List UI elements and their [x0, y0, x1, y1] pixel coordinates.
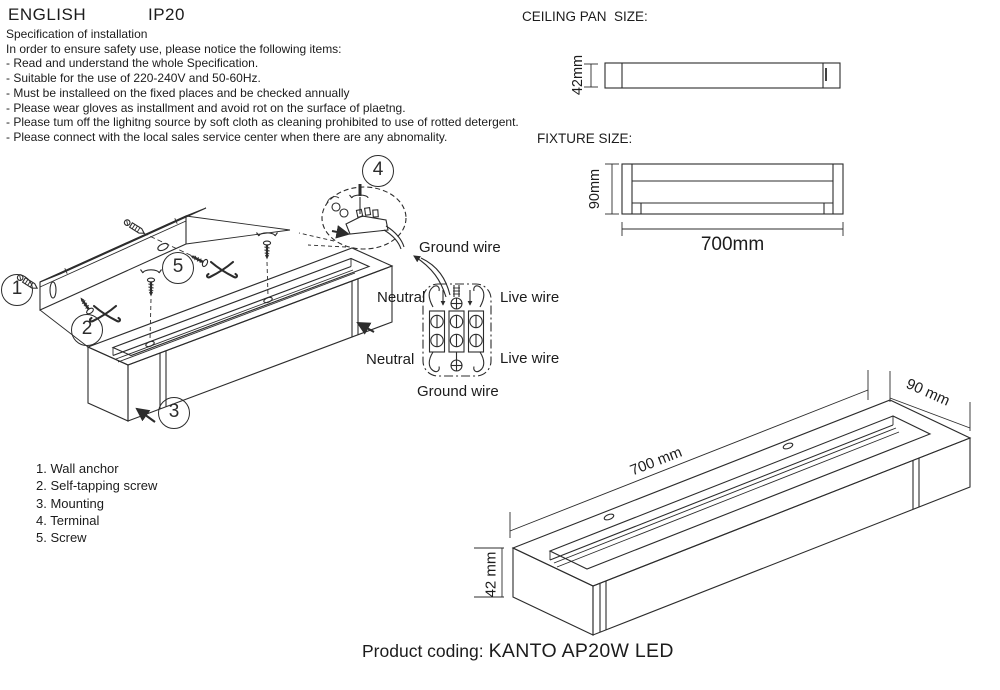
parts-list-item: 1. Wall anchor — [36, 461, 119, 476]
spec-block: Specification of installation In order t… — [6, 27, 519, 145]
spec-intro: In order to ensure safety use, please no… — [6, 41, 342, 56]
installation-diagram — [15, 184, 451, 423]
parts-list-item: 2. Self-tapping screw — [36, 478, 158, 494]
ground-wire-bottom-label: Ground wire — [417, 383, 499, 400]
iso-height-label: 42 mm — [482, 551, 500, 598]
ip-rating: IP20 — [148, 5, 185, 24]
ground-wire-top-label: Ground wire — [419, 239, 501, 256]
ceiling-pan-heading: CEILING PAN SIZE: — [522, 9, 648, 24]
language-title: ENGLISH — [8, 5, 87, 24]
spec-item: - Please wear gloves as installment and … — [6, 100, 406, 115]
spec-title: Specification of installation — [6, 27, 148, 41]
terminal-wiring-diagram — [422, 283, 492, 377]
callout-5: 5 — [162, 252, 194, 284]
iso-3d-view — [474, 370, 972, 636]
parts-list-item: 5. Screw — [36, 530, 87, 546]
neutral-top-label: Neutral — [377, 289, 426, 306]
live-wire-top-label: Live wire — [500, 289, 560, 306]
spec-item: - Please connect with the local sales se… — [6, 129, 448, 144]
spec-item: - Please tum off the lighitng source by … — [6, 115, 519, 130]
product-coding-value: KANTO AP20W LED — [488, 640, 674, 662]
live-wire-bottom-label: Live wire — [500, 350, 560, 367]
fixture-length-label: 700mm — [700, 234, 765, 255]
fixture-front-drawing — [605, 163, 844, 236]
parts-list: 1. Wall anchor 2. Self-tapping screw 3. … — [36, 460, 157, 546]
fixture-height-label: 90mm — [587, 168, 604, 210]
product-coding: Product coding: KANTO AP20W LED — [362, 640, 674, 663]
product-coding-label: Product coding: — [362, 641, 484, 661]
neutral-bottom-label: Neutral — [366, 351, 415, 368]
callout-4: 4 — [362, 155, 394, 187]
parts-list-item: 3. Mounting — [36, 495, 104, 511]
spec-item: - Must be installeed on the fixed places… — [6, 85, 350, 100]
spec-item: - Suitable for the use of 220-240V and 5… — [6, 71, 261, 86]
ceiling-pan-drawing — [584, 62, 841, 89]
spec-item: - Read and understand the whole Specific… — [6, 56, 259, 71]
callout-3: 3 — [158, 397, 190, 429]
fixture-size-heading: FIXTURE SIZE: — [537, 131, 633, 146]
parts-list-item: 4. Terminal — [36, 512, 100, 528]
ceiling-pan-height-label: 42mm — [570, 54, 587, 96]
callout-2: 2 — [71, 314, 103, 346]
callout-1: 1 — [1, 274, 33, 306]
